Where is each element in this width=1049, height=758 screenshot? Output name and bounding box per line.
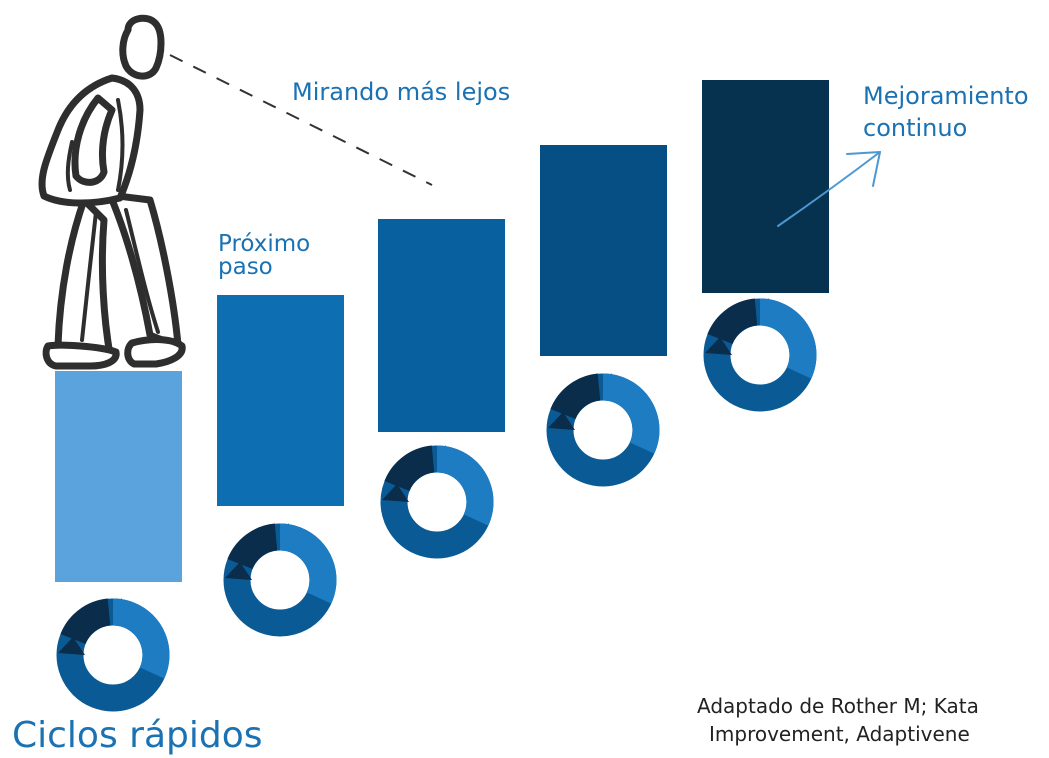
looking-further-label: Mirando más lejos xyxy=(292,78,511,106)
cycle-arrows-icon xyxy=(225,523,323,623)
cycle-arrows-icon xyxy=(548,373,646,473)
credit-text: Adaptado de Rother M; Kata Improvement, … xyxy=(697,692,979,748)
next-step-line-2: paso xyxy=(218,254,273,280)
credit-line-1: Adaptado de Rother M; Kata xyxy=(697,694,979,718)
step-3 xyxy=(378,219,505,432)
continuous-improvement-line-2: continuo xyxy=(863,114,968,142)
walking-person-icon xyxy=(38,14,186,370)
walking-person-details xyxy=(65,98,160,342)
next-step-label: Próximo paso xyxy=(218,233,310,279)
next-step-line-1: Próximo xyxy=(218,231,311,257)
continuous-improvement-label: Mejoramiento continuo xyxy=(863,80,1029,144)
cycle-arrows-icon xyxy=(58,598,156,698)
sight-line xyxy=(169,54,433,186)
step-5 xyxy=(702,80,829,293)
cycle-arrows-icon xyxy=(382,445,480,545)
step-2 xyxy=(217,295,344,506)
cycle-arrows-icon xyxy=(705,298,803,398)
step-1 xyxy=(55,371,182,582)
step-4 xyxy=(540,145,667,356)
fast-cycles-label: Ciclos rápidos xyxy=(12,715,263,756)
credit-line-2: Improvement, Adaptivene xyxy=(709,722,970,746)
continuous-improvement-line-1: Mejoramiento xyxy=(863,82,1029,110)
trend-arrow-icon xyxy=(777,151,881,227)
